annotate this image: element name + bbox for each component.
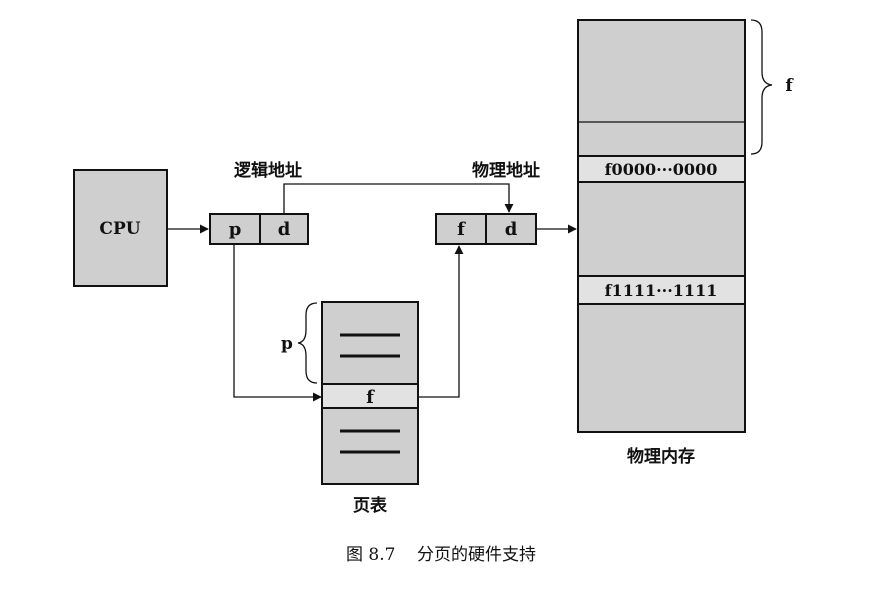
offset-copy-arrow xyxy=(283,183,514,214)
cpu-label: CPU xyxy=(99,219,140,239)
physical-offset-cell xyxy=(485,213,537,245)
page-brace-label: p xyxy=(281,334,293,354)
frame-start-label: f0000···0000 xyxy=(605,160,718,179)
page-table-entry-label: f xyxy=(366,387,375,408)
frame-end-label: f1111···1111 xyxy=(605,281,718,300)
page-table-label: 页表 xyxy=(353,495,388,516)
page-table-entry xyxy=(321,383,419,409)
physical-address-label: 物理地址 xyxy=(472,160,540,181)
physical-memory: f0000···0000 f1111···1111 物理内存 xyxy=(577,19,746,467)
page-table: f 页表 xyxy=(321,301,419,516)
physical-memory-label: 物理内存 xyxy=(627,446,695,467)
logical-address-label: 逻辑地址 xyxy=(234,160,302,181)
figure-caption: 图 8.7 分页的硬件支持 xyxy=(346,545,536,565)
physical-address: 物理地址 f d xyxy=(435,160,540,245)
logical-page-field: p xyxy=(229,219,242,240)
frame-start-row xyxy=(577,155,746,183)
physical-frame-field: f xyxy=(457,219,466,240)
frame-brace-label: f xyxy=(785,76,794,96)
logical-address: 逻辑地址 p d xyxy=(209,160,309,245)
page-index-arrow xyxy=(233,244,322,402)
frame-lookup-arrow xyxy=(418,245,464,398)
page-brace xyxy=(297,302,318,384)
frame-end-row xyxy=(577,275,746,305)
cpu-box: CPU xyxy=(73,169,168,287)
frame-brace xyxy=(750,19,773,155)
logical-offset-field: d xyxy=(278,219,291,240)
physical-offset-field: d xyxy=(505,219,518,240)
